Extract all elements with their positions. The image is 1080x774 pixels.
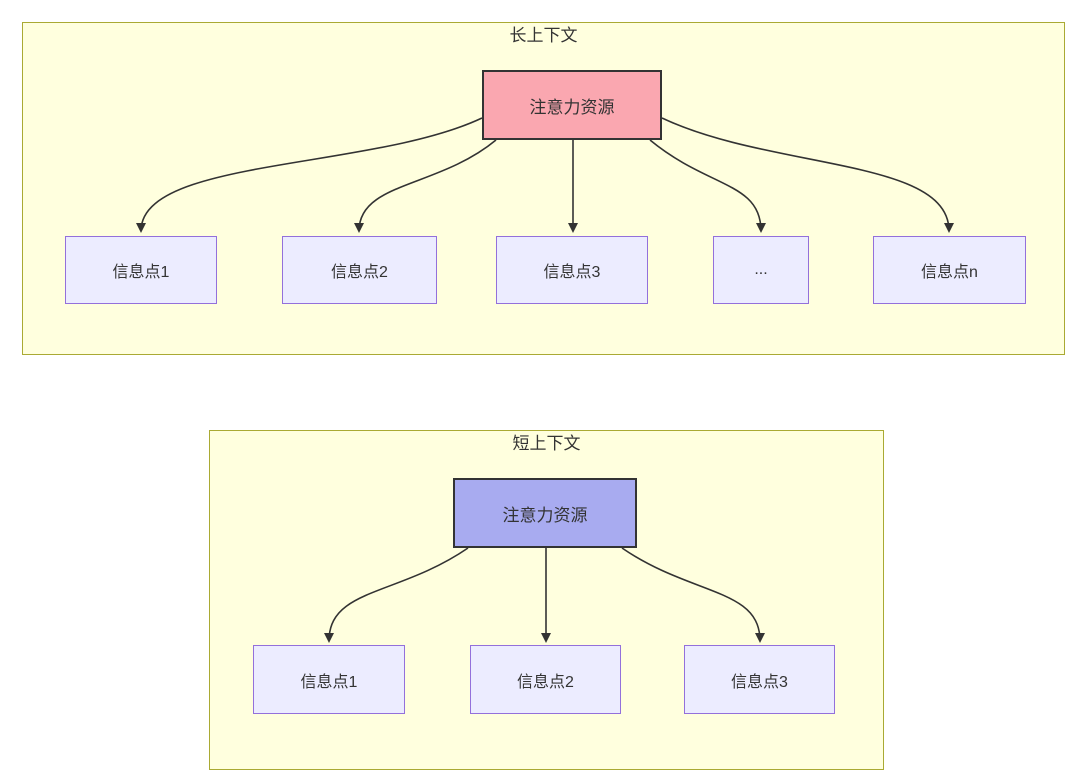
node-label: 信息点n <box>921 264 978 281</box>
node-long-info-point-2: 信息点2 <box>282 236 437 304</box>
node-label: 信息点2 <box>517 673 574 691</box>
node-label: 信息点3 <box>731 673 788 691</box>
node-short-info-point-1: 信息点1 <box>253 645 405 714</box>
node-long-info-point-n: 信息点n <box>873 236 1026 304</box>
node-long-attention-resource: 注意力资源 <box>482 70 662 140</box>
node-label: 注意力资源 <box>529 97 615 117</box>
node-label: 信息点1 <box>112 264 170 281</box>
node-short-attention-resource: 注意力资源 <box>453 478 637 548</box>
node-short-info-point-3: 信息点3 <box>684 645 835 714</box>
node-label: ... <box>754 261 768 278</box>
node-long-info-point-ellipsis: ... <box>713 236 809 304</box>
node-label: 信息点1 <box>300 673 358 691</box>
node-label: 注意力资源 <box>502 505 588 525</box>
node-short-info-point-2: 信息点2 <box>470 645 621 714</box>
node-label: 信息点2 <box>331 264 388 281</box>
short-context-title: 短上下文 <box>512 434 581 453</box>
node-label: 信息点3 <box>543 264 601 281</box>
node-long-info-point-1: 信息点1 <box>65 236 217 304</box>
node-long-info-point-3: 信息点3 <box>496 236 648 304</box>
long-context-title: 长上下文 <box>509 26 578 45</box>
